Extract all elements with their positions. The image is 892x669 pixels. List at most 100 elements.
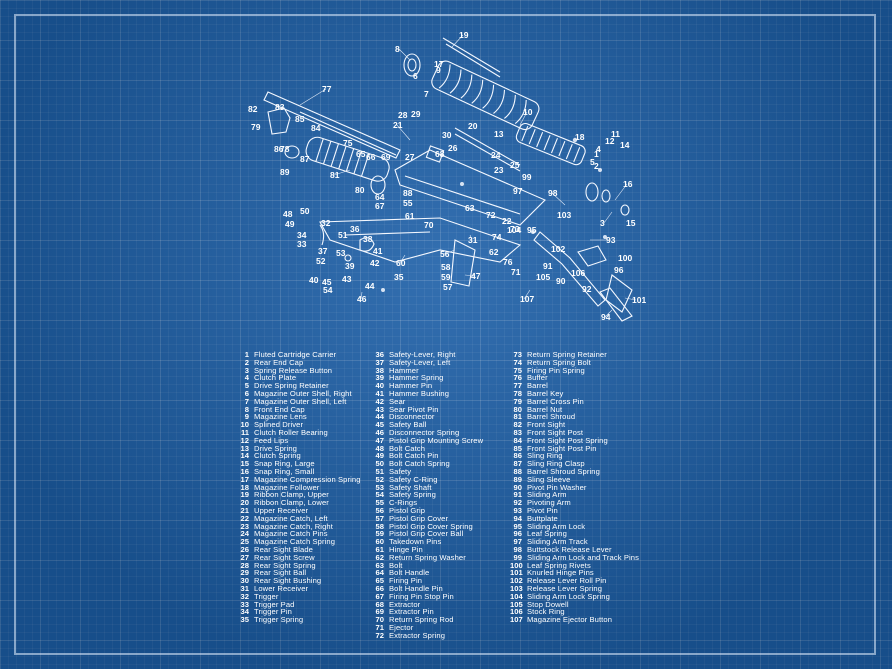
callout-number: 14	[620, 140, 630, 150]
legend-part-name: Magazine Catch, Right	[254, 521, 333, 531]
callout-number: 15	[626, 218, 636, 228]
callout-number: 49	[285, 219, 295, 229]
legend-number: 67	[375, 591, 384, 601]
legend-number: 74	[513, 357, 522, 367]
legend-number: 82	[513, 420, 522, 430]
legend-number: 58	[375, 521, 384, 531]
legend-number: 71	[375, 622, 384, 632]
callout-number: 77	[322, 84, 332, 94]
legend-number: 73	[513, 350, 522, 359]
legend-part-name: Sear Pivot Pin	[389, 404, 439, 414]
legend-part-name: Feed Lips	[254, 435, 289, 445]
legend-part-name: Magazine Lens	[254, 412, 307, 422]
callout-number: 88	[403, 188, 413, 198]
legend-number: 51	[375, 466, 384, 476]
callout-number: 63	[465, 203, 475, 213]
legend-part-name: Rear Sight Bushing	[254, 576, 322, 586]
callout-number: 48	[283, 209, 293, 219]
legend-part-name: Rear Sight Ball	[254, 568, 307, 578]
legend-number: 46	[375, 427, 384, 437]
callout-number: 46	[357, 294, 367, 304]
callout-number: 101	[632, 295, 646, 305]
legend-part-name: Barrel Shroud	[527, 412, 576, 422]
legend-item: 9 Magazine Lens	[237, 413, 361, 421]
legend-number: 88	[513, 466, 522, 476]
ribbon-clamp-upper-edge	[445, 43, 501, 78]
legend-part-name: Bolt	[389, 560, 403, 570]
legend-number: 80	[513, 404, 522, 414]
legend-number: 52	[375, 474, 384, 484]
callout-number: 34	[297, 230, 307, 240]
legend-number: 1	[244, 350, 249, 359]
pin-drawing	[381, 288, 385, 292]
callout-number: 67	[375, 201, 385, 211]
legend-number: 68	[375, 599, 384, 609]
carrier-drawing	[515, 122, 586, 166]
legend-number: 32	[240, 591, 249, 601]
legend-number: 49	[375, 451, 384, 461]
legend-part-name: Drive Spring	[254, 443, 297, 453]
front-end-cap-drawing	[403, 53, 421, 77]
legend-number: 9	[244, 412, 249, 422]
callout-number: 61	[405, 211, 415, 221]
callout-number: 73	[510, 224, 520, 234]
legend-number: 107	[510, 615, 523, 625]
callout-number: 105	[536, 272, 550, 282]
leader-line	[624, 297, 637, 301]
legend-part-name: Safety Spring	[389, 490, 436, 500]
legend-number: 83	[513, 427, 522, 437]
callout-number: 75	[343, 138, 353, 148]
legend-number: 37	[375, 357, 384, 367]
legend-part-name: Front Sight Post	[527, 427, 584, 437]
legend-part-name: Snap Ring, Large	[254, 459, 315, 469]
callout-number: 68	[435, 149, 445, 159]
legend-number: 30	[240, 576, 249, 586]
callout-number: 81	[330, 170, 340, 180]
legend-number: 40	[375, 381, 384, 391]
legend-part-name: Hinge Pin	[389, 544, 423, 554]
legend-number: 29	[240, 568, 249, 578]
legend-item: 30 Rear Sight Bushing	[237, 577, 361, 585]
callout-number: 91	[543, 261, 553, 271]
legend-number: 28	[240, 560, 249, 570]
callout-number: 13	[494, 129, 504, 139]
callout-number: 72	[486, 210, 496, 220]
legend-number: 75	[513, 365, 522, 375]
callout-number: 31	[468, 235, 478, 245]
buttstock-drawing	[533, 231, 633, 313]
pin-drawing	[598, 168, 602, 172]
legend-part-name: Pistol Grip Mounting Screw	[389, 435, 484, 445]
callout-number: 17	[434, 59, 444, 69]
legend-number: 90	[513, 482, 522, 492]
legend-number: 7	[244, 396, 249, 406]
legend-part-name: Trigger Pad	[254, 599, 295, 609]
callout-number: 24	[491, 150, 501, 160]
